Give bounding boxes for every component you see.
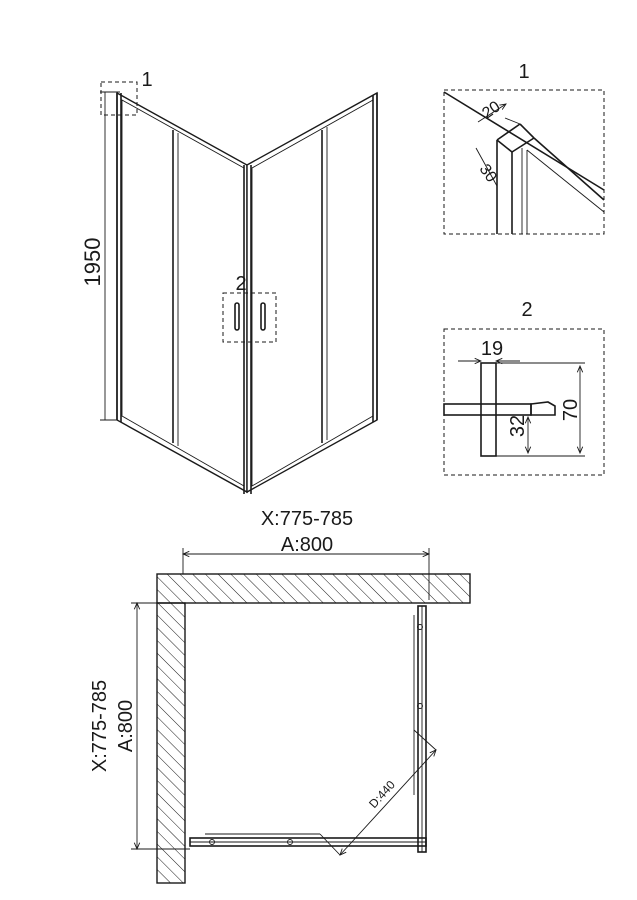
- left-panel-frame: [116, 91, 248, 494]
- d2-dim32-label: 32: [507, 415, 529, 437]
- bottom-roller-2-icon: [287, 839, 293, 845]
- d440-ext-right: [413, 729, 437, 751]
- height-dimension-label: 1950: [80, 238, 105, 287]
- d1-dim30-label: 30: [476, 161, 500, 185]
- plan-a-top-label: A:800: [281, 534, 333, 556]
- d1-dim20-line: [477, 104, 506, 123]
- bottom-roller-1-icon: [209, 839, 215, 845]
- d2-profile: [480, 362, 497, 457]
- detail2-frame: [443, 328, 605, 476]
- left-wall: [156, 602, 186, 884]
- d440-ext-bottom: [319, 833, 341, 856]
- detail1-callout-box: [100, 81, 138, 116]
- d1-profile-top-back: [496, 139, 513, 153]
- d2-glass: [443, 403, 532, 416]
- plan-a-side-label: A:800: [115, 700, 137, 752]
- d1-profile-top-edge: [511, 137, 535, 153]
- right-roller-2-icon: [417, 703, 423, 709]
- right-roller-1-icon: [417, 624, 423, 630]
- detail2-callout-box: [222, 292, 277, 343]
- d2-seal: [530, 401, 556, 416]
- detail1-title: 1: [518, 61, 529, 83]
- d1-profile-top-front: [496, 123, 521, 141]
- d1-profile-top-side: [519, 123, 535, 139]
- top-wall: [156, 573, 471, 604]
- detail2-view: 2 19 70 32: [443, 299, 605, 476]
- d2-dim19-label: 19: [481, 338, 503, 360]
- detail1-callout-label: 1: [141, 69, 152, 91]
- handle-left-icon: [234, 302, 240, 331]
- detail2-title: 2: [521, 299, 532, 321]
- d440-label: D:440: [366, 778, 398, 811]
- plan-view: X:775-785 A:800 X:775-785 A:800 D:440: [89, 508, 471, 884]
- d1-dim20-ext: [504, 117, 521, 125]
- plan-x-range-top-label: X:775-785: [261, 508, 353, 530]
- handle-right-icon: [260, 302, 266, 331]
- d1-top-rail-1: [443, 91, 605, 191]
- detail2-callout-label: 2: [235, 273, 246, 295]
- d1-top-rail-3: [526, 149, 605, 213]
- d2-dim70-label: 70: [560, 399, 582, 421]
- d1-dim30-line: [475, 147, 498, 187]
- d440-dim-line: [340, 750, 436, 855]
- detail1-frame: [443, 89, 605, 235]
- isometric-view: 1950 1 2: [80, 69, 378, 494]
- detail1-view: 1 20 30: [443, 61, 605, 235]
- d1-top-rail-2: [533, 137, 605, 201]
- plan-x-range-side-label: X:775-785: [89, 680, 111, 772]
